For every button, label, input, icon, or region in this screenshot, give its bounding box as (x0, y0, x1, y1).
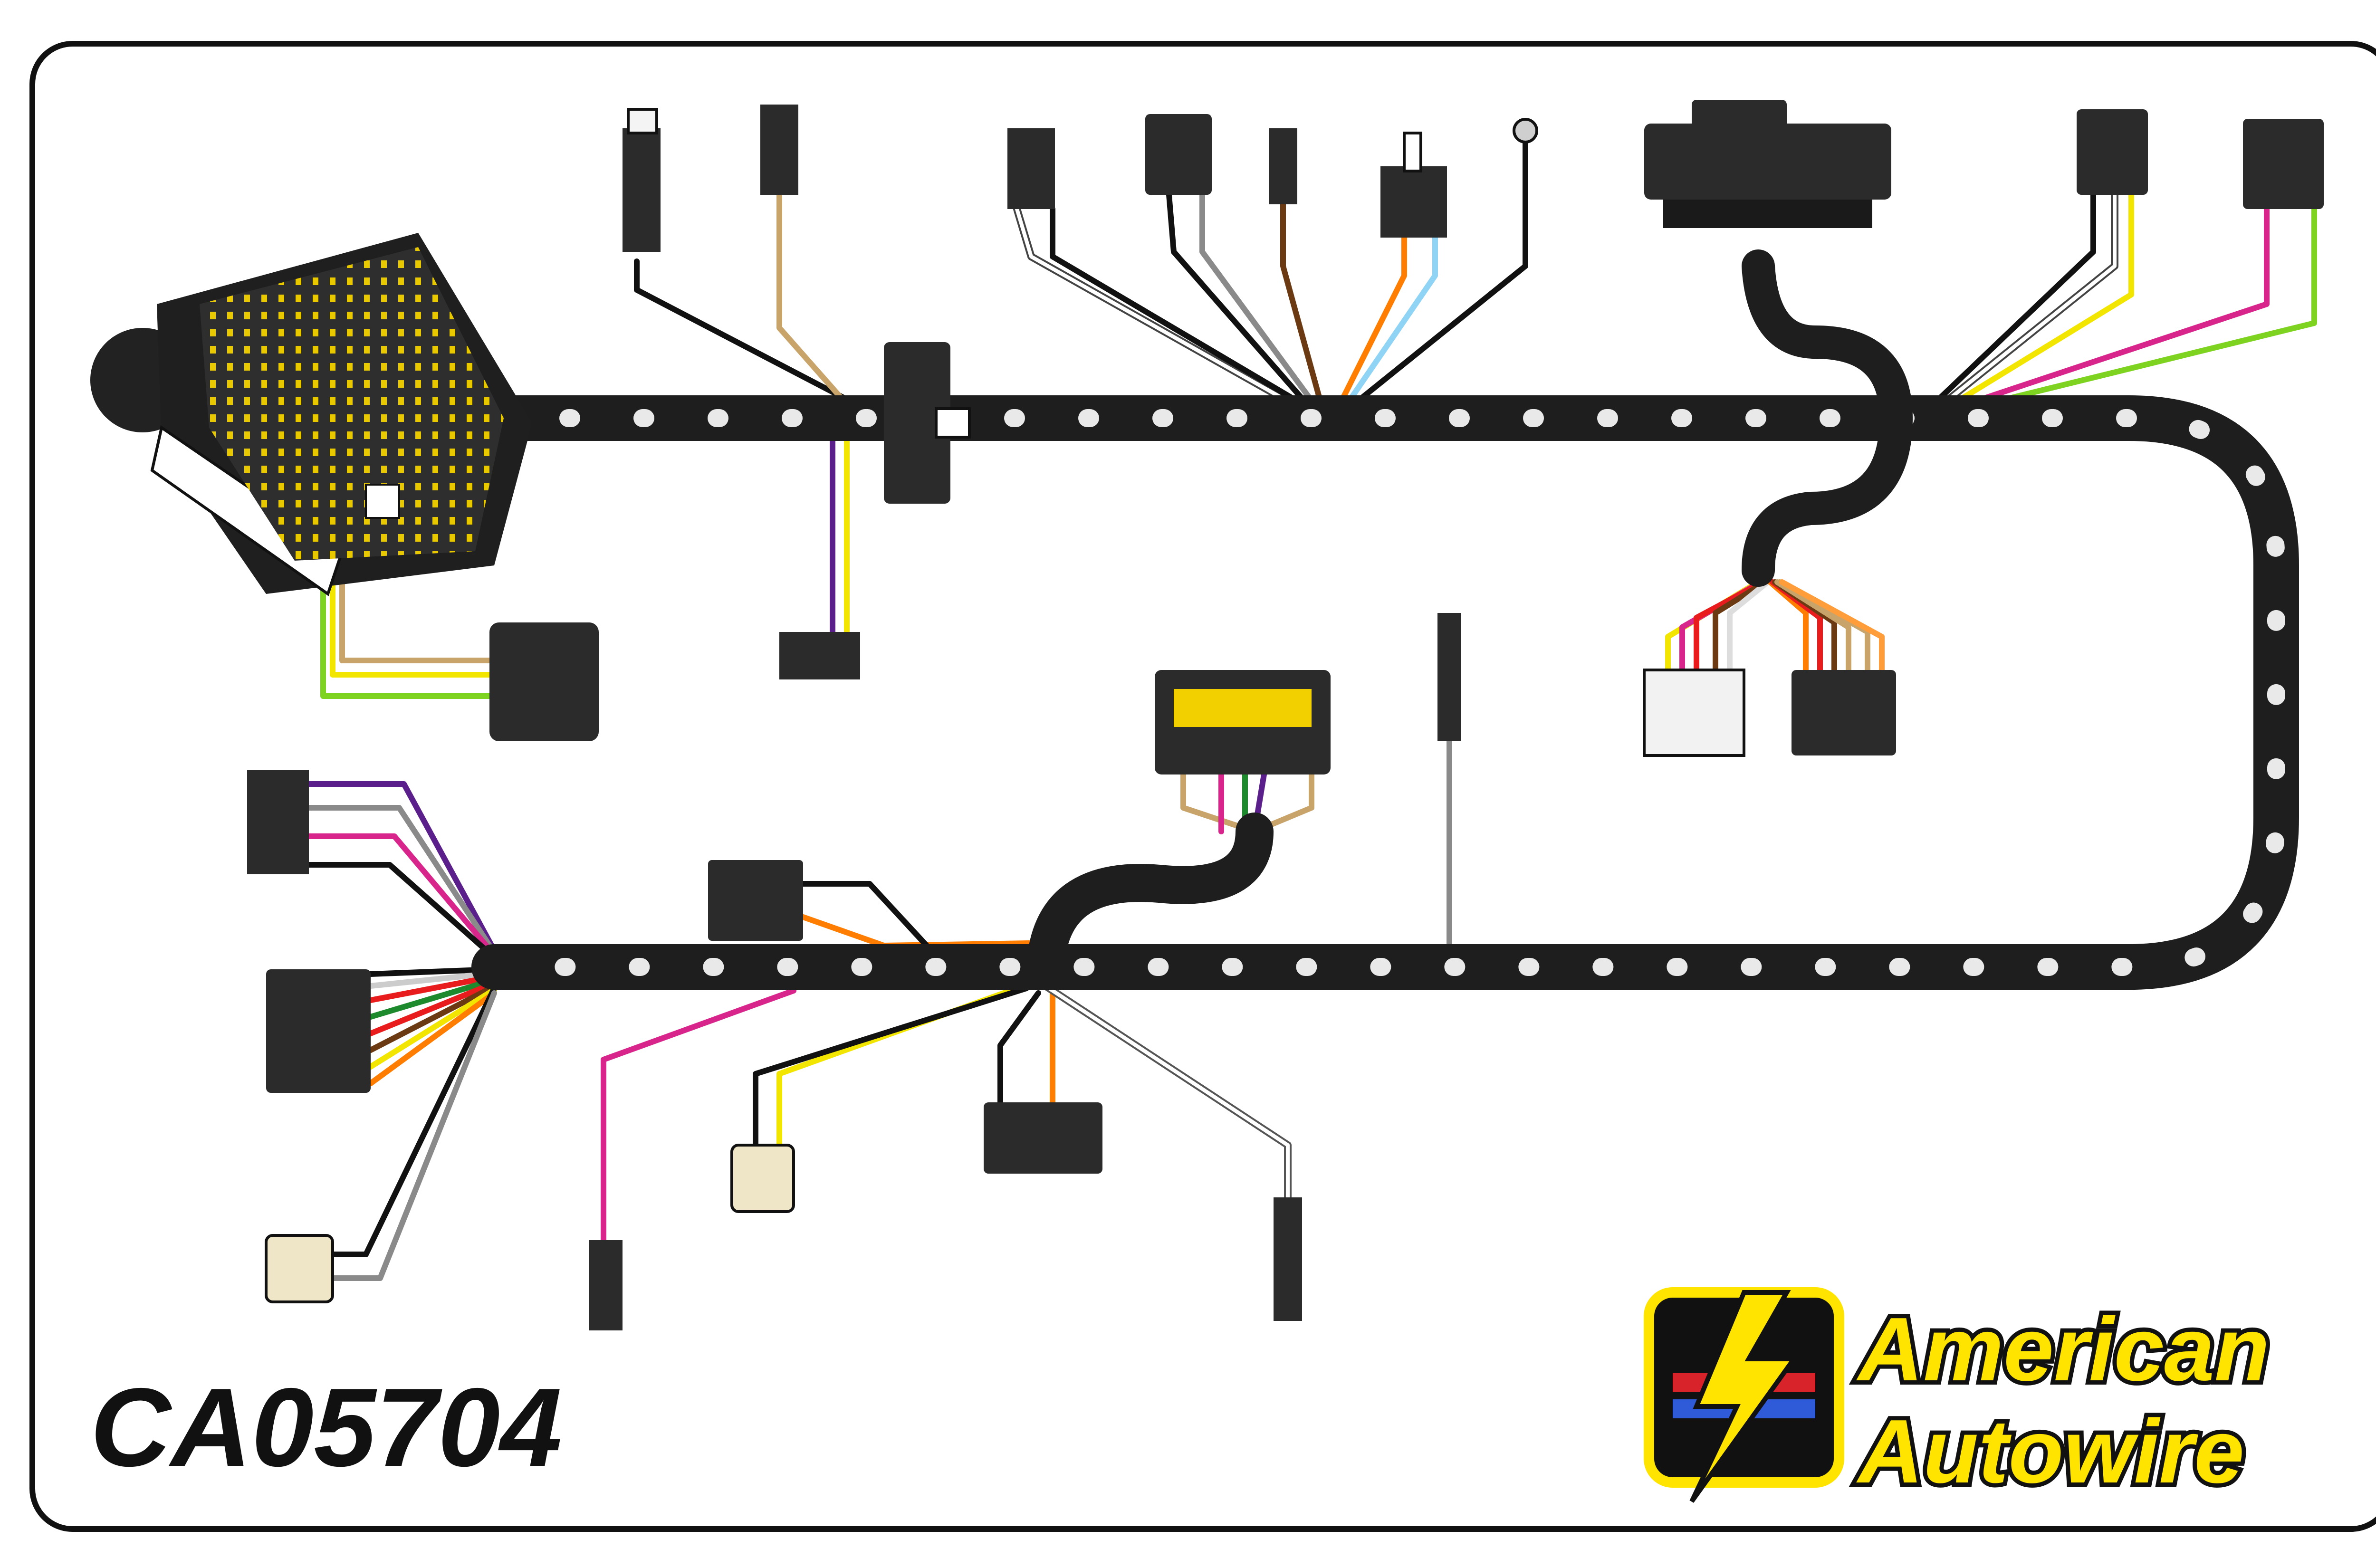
wire-black-a (1050, 206, 1305, 407)
connector-pair-black (1792, 670, 1896, 755)
connector-top-f (1380, 132, 1447, 238)
connector-ecu-top (1644, 100, 1891, 228)
connectors (90, 100, 2324, 1330)
brand-line-1: American (1856, 1299, 2270, 1400)
connector-gray-pin (1437, 613, 1461, 741)
wire-ecu-white (1727, 579, 1771, 673)
connector-side-right (489, 622, 599, 741)
wire-fuse-tan (339, 563, 497, 663)
wire-low-magenta (601, 988, 796, 1248)
connector-low-white (1274, 1197, 1302, 1321)
connector-low-socket (730, 1144, 795, 1213)
connector-top-d (1145, 114, 1212, 195)
connector-pair-white (1643, 669, 1745, 757)
wire-top-tan (776, 182, 853, 411)
wire-mid-red2 (368, 980, 497, 1036)
main-harness (471, 249, 2299, 990)
brand-line-2: Autowire (1856, 1401, 2244, 1502)
wire-ring-black (1351, 140, 1528, 407)
connector-left-b (266, 969, 371, 1093)
wire-socket-black (330, 985, 497, 1257)
connector-top-a (623, 108, 661, 252)
harness-tape-marks (485, 409, 2285, 976)
harness-branch-upper-to-ecu (1742, 249, 1913, 435)
wire-low-white-core (1044, 984, 1290, 1209)
part-number: CA05704 (90, 1365, 562, 1490)
fuse-block-connector (90, 233, 532, 596)
wire-fuse-green (320, 572, 497, 699)
wire-left-purple (301, 781, 497, 953)
wire-right-green (1964, 201, 2317, 411)
wire-black-b (1166, 192, 1310, 407)
wire-left-gray (301, 805, 497, 956)
connector-top-c (1007, 128, 1055, 209)
wire-mid-green (368, 977, 497, 1020)
lightning-bolt-icon (1689, 1290, 1799, 1503)
harness-branch-lower (1026, 813, 1274, 986)
connector-top-e (1269, 128, 1297, 204)
wire-socket-gray (330, 990, 497, 1281)
wire-lightblue (1344, 235, 1438, 407)
connector-socket-left (265, 1234, 334, 1303)
connector-relay (708, 860, 803, 941)
wire-orange (1337, 235, 1407, 407)
wire-left-black (301, 862, 497, 960)
wire-ecu2-tan2 (1252, 772, 1314, 834)
wire-ecu2-tan (1180, 772, 1257, 834)
wire-mid-yellow (368, 987, 497, 1070)
brand-logo: American Autowire (1644, 1287, 2274, 1506)
wire-relay-black (800, 881, 929, 948)
wire-white-a-core (1015, 207, 1294, 406)
connector-right-a (2077, 109, 2148, 195)
branch-wires (301, 140, 2317, 1281)
wire-brown (1280, 201, 1324, 407)
wire-gray-b (1199, 192, 1317, 407)
wire-right-yellow (1950, 154, 2134, 407)
wire-ecu-brown (1713, 579, 1768, 673)
connector-low-pair (984, 1102, 1102, 1174)
connector-top-b (760, 105, 798, 195)
wire-low-black2 (997, 990, 1041, 1110)
wire-mid-orange (368, 990, 497, 1086)
connector-left-a (247, 770, 309, 874)
wire-left-magenta (301, 833, 497, 958)
wire-ecu-orange2 (1779, 579, 1885, 673)
harness-branch-upper (1742, 402, 1913, 587)
wire-low-black (753, 985, 1029, 1148)
wire-mid-brown (368, 984, 497, 1053)
connector-grommet (884, 342, 971, 504)
wire-top-black (634, 258, 858, 407)
connector-right-b (2243, 119, 2324, 209)
connector-purple-yellow (779, 632, 860, 679)
connector-low-magenta (589, 1240, 623, 1330)
wire-fuse-yellow (330, 567, 497, 678)
wire-mid-red (368, 974, 497, 1003)
connector-ecu-lower (1155, 670, 1331, 774)
wire-right-magenta (1957, 201, 2270, 409)
ring-terminal (1513, 118, 1538, 143)
